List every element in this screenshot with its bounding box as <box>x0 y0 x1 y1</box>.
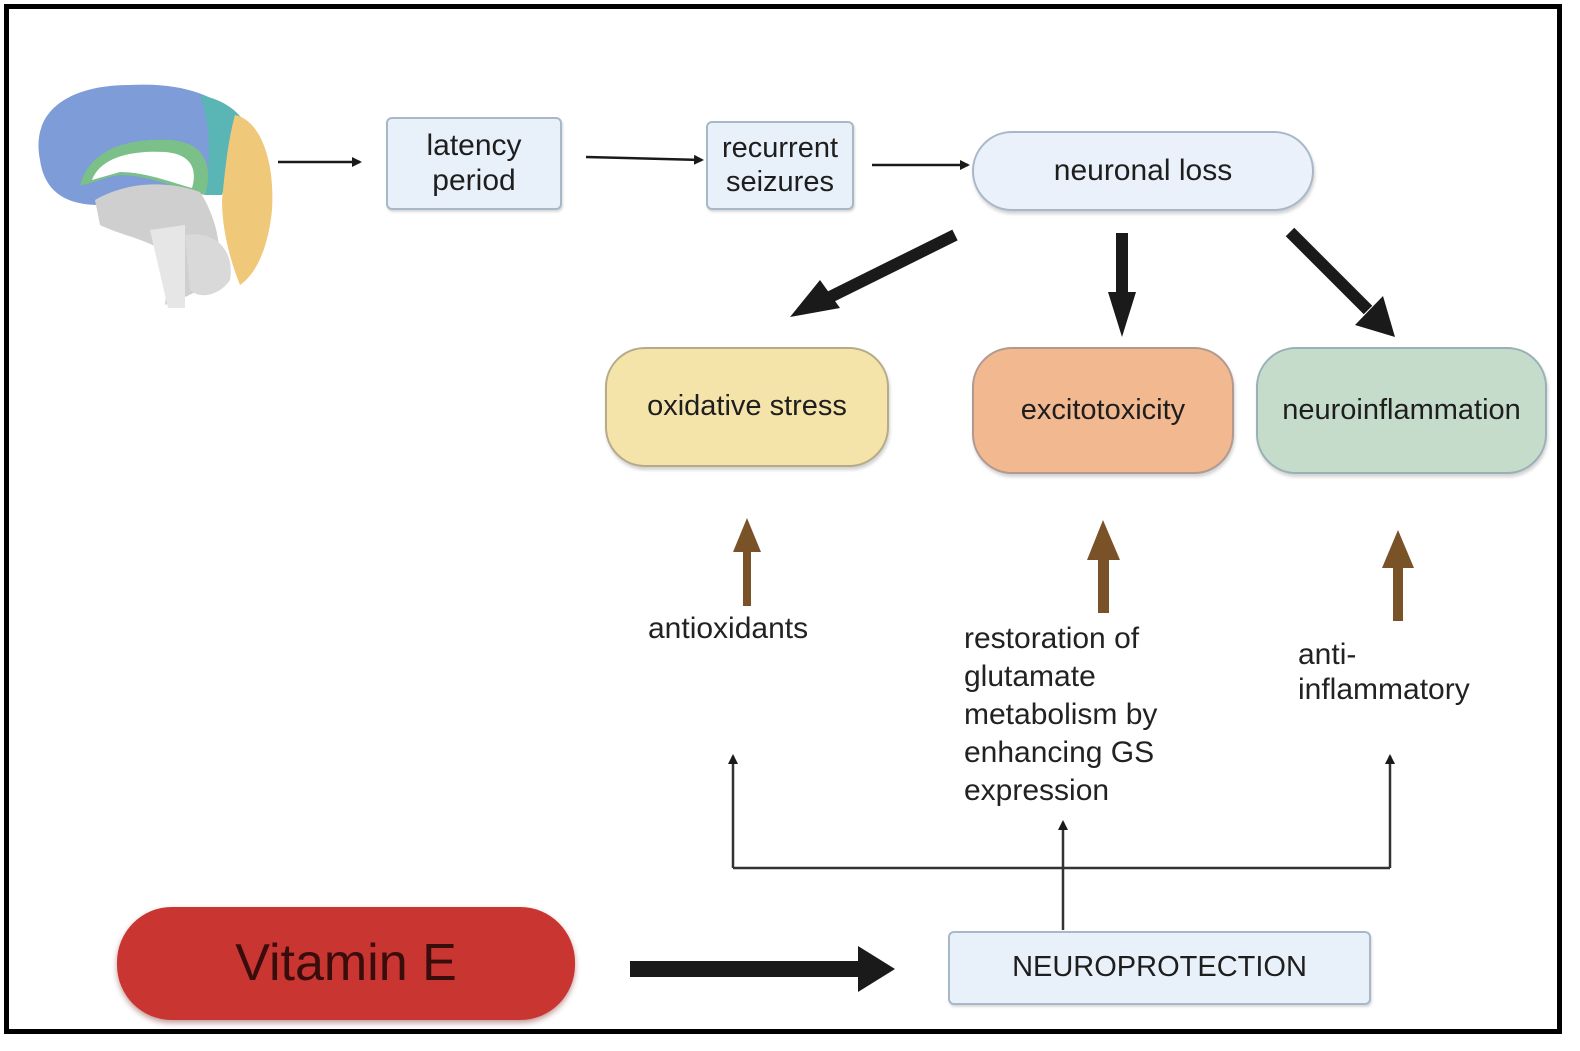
vitamin-e-label: Vitamin E <box>235 933 457 992</box>
glutamate-restoration-label: restoration of glutamate metabolism by e… <box>964 622 1158 808</box>
neuronal-loss-box: neuronal loss <box>972 131 1314 211</box>
excitotoxicity-label: excitotoxicity <box>1020 393 1186 426</box>
oxidative-stress-label: oxidative stress <box>647 390 847 423</box>
neuroprotection-branches <box>728 754 1395 930</box>
recurrent-seizures-label: recurrent seizures <box>721 132 839 198</box>
neuroinflammation-box: neuroinflammation <box>1256 347 1547 474</box>
neuroprotection-box: NEUROPROTECTION <box>948 931 1371 1005</box>
arrow-antiinflammatory-up <box>1382 530 1414 621</box>
brain-sagittal-icon <box>38 84 273 308</box>
latency-period-label: latency period <box>426 129 522 197</box>
excitotoxicity-box: excitotoxicity <box>972 347 1234 474</box>
vitamin-e-box: Vitamin E <box>117 907 575 1020</box>
neuronal-loss-label: neuronal loss <box>1053 153 1233 187</box>
neuroinflammation-label: neuroinflammation <box>1282 393 1521 426</box>
anti-inflammatory-label: anti- inflammatory <box>1298 638 1470 706</box>
arrow-loss-to-excitotoxicity <box>1108 233 1136 337</box>
arrow-antioxidants-up <box>733 518 761 606</box>
oxidative-stress-box: oxidative stress <box>605 347 889 467</box>
arrow-loss-to-oxidative <box>790 229 958 317</box>
latency-period-box: latency period <box>386 117 562 210</box>
arrow-loss-to-neuroinflammation <box>1285 227 1395 337</box>
neuroprotection-label: NEUROPROTECTION <box>1012 951 1307 984</box>
antioxidants-label: antioxidants <box>648 612 809 645</box>
arrow-glutamate-up <box>1087 520 1120 613</box>
arrow-latency-to-seizures <box>585 154 704 165</box>
recurrent-seizures-box: recurrent seizures <box>706 121 854 210</box>
arrow-vitamin-to-neuroprotection <box>630 946 895 992</box>
